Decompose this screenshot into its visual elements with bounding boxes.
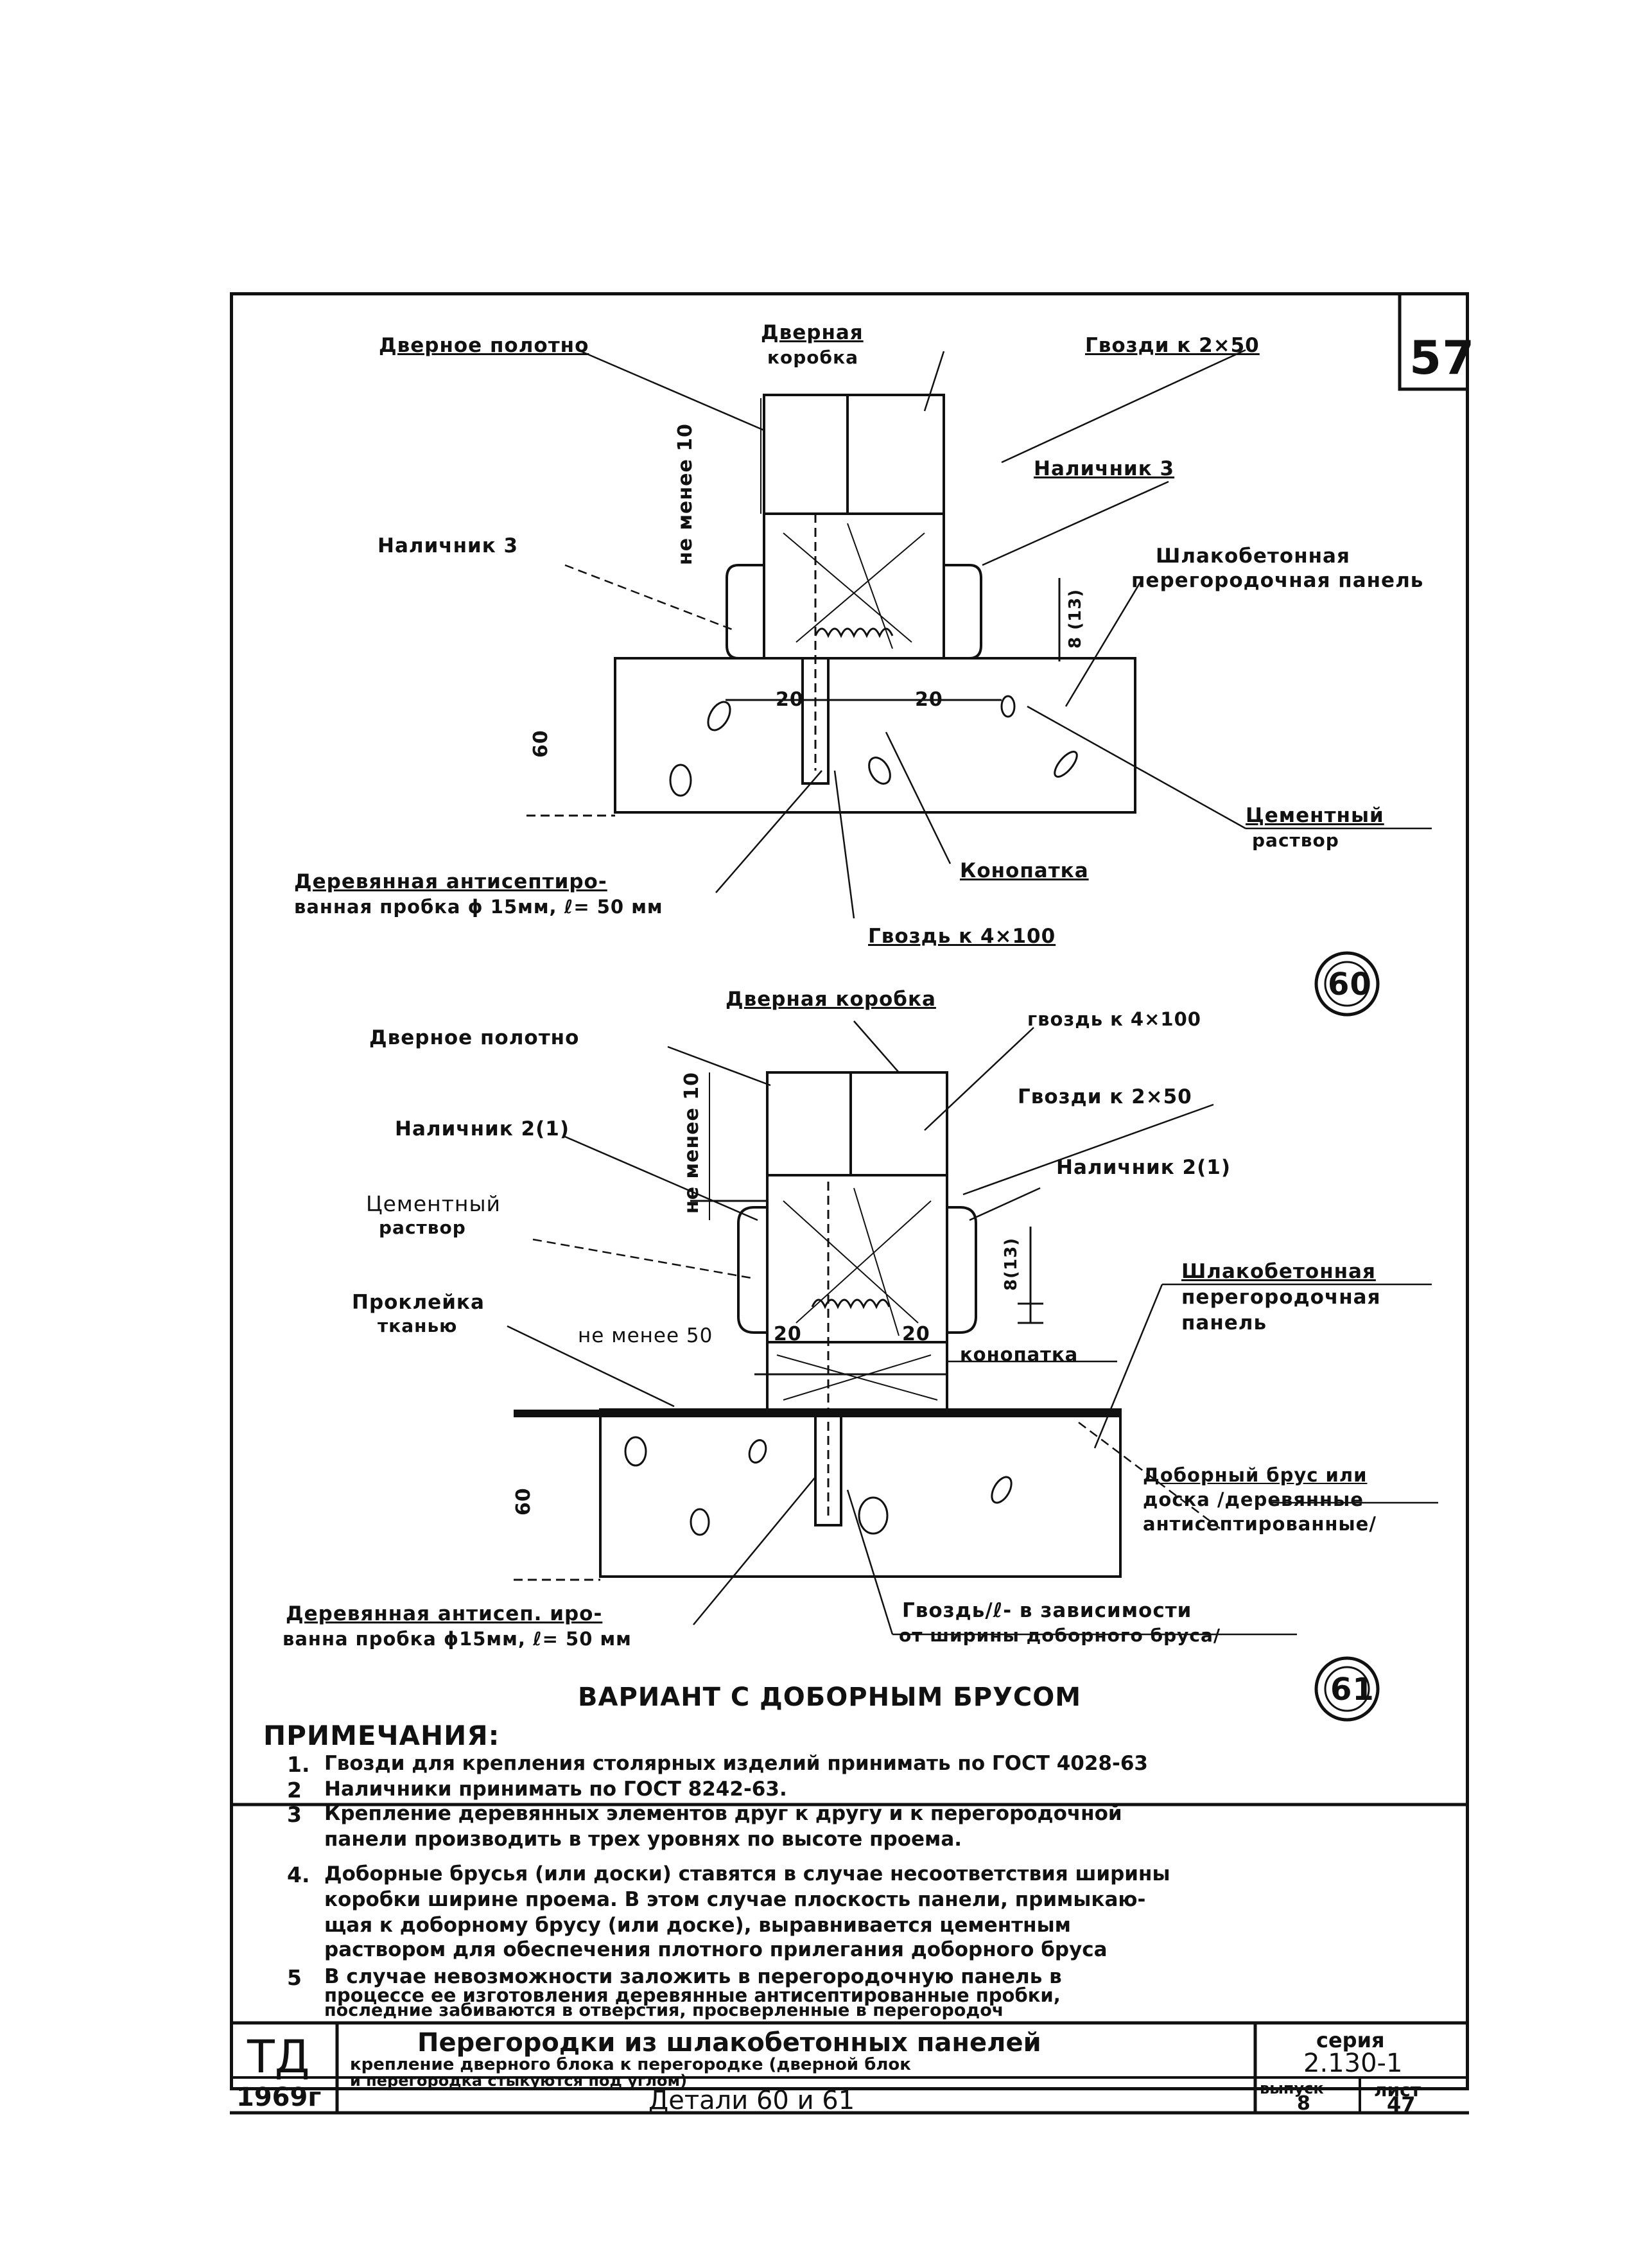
label-door-leaf-60: Дверное полотно [379, 334, 589, 357]
sheet-value: 47 [1387, 2092, 1416, 2117]
label-panel-61-line3: панель [1181, 1311, 1267, 1334]
label-plug-60-line1: Деревянная антисептиро- [294, 870, 607, 893]
dim-20-left-60: 20 [776, 688, 804, 711]
dim-60-61: 60 [512, 1487, 535, 1516]
label-nail-bottom-60: Гвоздь к 4×100 [868, 925, 1056, 948]
dim-60-60: 60 [530, 730, 552, 758]
detail-marker-60: 60 [1328, 966, 1372, 1002]
series-label: серия [1316, 2028, 1385, 2052]
year: 1969г [236, 2083, 322, 2112]
dim-20-right-60: 20 [915, 688, 943, 711]
label-caulk-60: Конопатка [960, 859, 1089, 882]
variant-title: Вариант с доборным брусом [578, 1683, 1082, 1712]
label-mortar-60-line1: Цементный [1246, 804, 1384, 827]
label-door-box-60-line1: Дверная [761, 321, 864, 344]
note-3-number: 3 [287, 1802, 302, 1827]
door-box-61 [849, 1071, 948, 1176]
label-casing-left-60: Наличник 3 [378, 534, 519, 557]
label-mortar-61-line2: раствор [379, 1217, 466, 1238]
sheet-subtitle-2: и перегородка стыкуются под углом) [350, 2072, 688, 2090]
label-plug-61-line2: ванна пробка ϕ15мм, ℓ= 50 мм [283, 1628, 632, 1650]
label-extra-61-line1: Доборный брус или [1143, 1464, 1368, 1486]
note-5-line-2: процессе ее изготовления деревянные анти… [324, 1984, 1061, 2006]
label-cloth-61-line1: Проклейка [352, 1291, 485, 1314]
label-panel-60-line2: перегородочная панель [1131, 569, 1424, 592]
note-2-number: 2 [287, 1778, 302, 1803]
label-nail-l-61-line1: Гвоздь/ℓ- в зависимости [902, 1599, 1192, 1622]
drawing-frame [230, 292, 1469, 2090]
label-mortar-60-line2: раствор [1252, 830, 1339, 851]
sheet-number: 57 [1409, 331, 1475, 385]
dim-20-right-61: 20 [902, 1323, 930, 1345]
sheet-title: Перегородки из шлакобетонных панелей [417, 2028, 1041, 2058]
door-leaf-60 [763, 394, 849, 515]
label-cloth-61-line2: тканью [378, 1315, 458, 1336]
panel-61 [599, 1408, 1122, 1578]
org-code: ТД [247, 2031, 310, 2083]
label-casing-left-61: Наличник 2(1) [395, 1117, 570, 1141]
note-4-line-2: коробки ширине проема. В этом случае пло… [324, 1888, 1146, 1911]
issue-value: 8 [1297, 2092, 1310, 2115]
note-5-line-3: последние забиваются в отверстия, просве… [324, 2000, 1004, 2020]
sheet-subtitle-1: крепление дверного блока к перегородке (… [350, 2055, 911, 2074]
label-nails-60: Гвозди к 2×50 [1085, 334, 1260, 357]
label-nail-top-61: гвоздь к 4×100 [1027, 1008, 1201, 1030]
door-leaf-61 [766, 1071, 852, 1176]
label-plug-61-line1: Деревянная антисеп. иро- [286, 1602, 603, 1625]
note-3-line-2: панели производить в трех уровнях по выс… [324, 1828, 962, 1851]
label-panel-60-line1: Шлакобетонная [1156, 545, 1350, 568]
label-door-box-61: Дверная коробка [726, 988, 936, 1011]
door-box-60 [846, 394, 945, 515]
details-caption: Детали 60 и 61 [648, 2086, 855, 2115]
note-3-line-1: Крепление деревянных элементов друг к др… [324, 1802, 1122, 1825]
note-4-line-3: щая к доборному брусу (или доске), вырав… [324, 1914, 1071, 1937]
label-casing-right-61: Наличник 2(1) [1056, 1156, 1231, 1179]
label-nail-l-61-line2: от ширины доборного бруса/ [899, 1625, 1221, 1646]
label-nails-61: Гвозди к 2×50 [1018, 1085, 1192, 1108]
dim-min-61: не менее 10 [681, 1072, 703, 1214]
dim-8-61: 8(13) [1002, 1237, 1021, 1291]
label-caulk-61: конопатка [960, 1343, 1079, 1365]
note-1-number: 1. [287, 1752, 310, 1777]
dim-8-60: 8 (13) [1066, 588, 1085, 649]
label-extra-61-line2: доска /деревянные [1143, 1489, 1364, 1510]
note-4-line-4: раствором для обеспечения плотного приле… [324, 1938, 1108, 1961]
note-1-line: Гвозди для крепления столярных изделий п… [324, 1752, 1149, 1775]
label-plug-60-line2: ванная пробка ϕ 15мм, ℓ= 50 мм [294, 896, 663, 918]
note-5-number: 5 [287, 1965, 302, 1990]
label-mortar-61-line1: Цементный [366, 1191, 501, 1216]
note-5-line-1: В случае невозможности заложить в перего… [324, 1965, 1062, 1988]
label-door-leaf-61: Дверное полотно [369, 1026, 580, 1049]
issue-label: выпуск [1260, 2079, 1324, 2097]
label-extra-61-line3: антисептированные/ [1143, 1513, 1377, 1535]
note-4-number: 4. [287, 1862, 310, 1887]
dim-20-left-61: 20 [774, 1323, 802, 1345]
label-casing-right-60: Наличник 3 [1034, 457, 1175, 480]
sheet-label: лист [1374, 2079, 1421, 2101]
panel-60 [614, 657, 1136, 814]
dim-min-60: не менее 10 [674, 423, 697, 565]
label-door-box-60-line2: коробка [767, 347, 858, 368]
detail-marker-61: 61 [1330, 1672, 1375, 1708]
note-4-line-1: Доборные брусья (или доски) ставятся в с… [324, 1862, 1170, 1885]
note-2-line: Наличники принимать по ГОСТ 8242-63. [324, 1778, 787, 1801]
label-min-50-61: не менее 50 [578, 1324, 713, 1347]
label-panel-61-line1: Шлакобетонная [1181, 1260, 1376, 1283]
series-value: 2.130-1 [1303, 2049, 1403, 2078]
label-panel-61-line2: перегородочная [1181, 1286, 1381, 1309]
notes-title: Примечания: [263, 1720, 500, 1751]
